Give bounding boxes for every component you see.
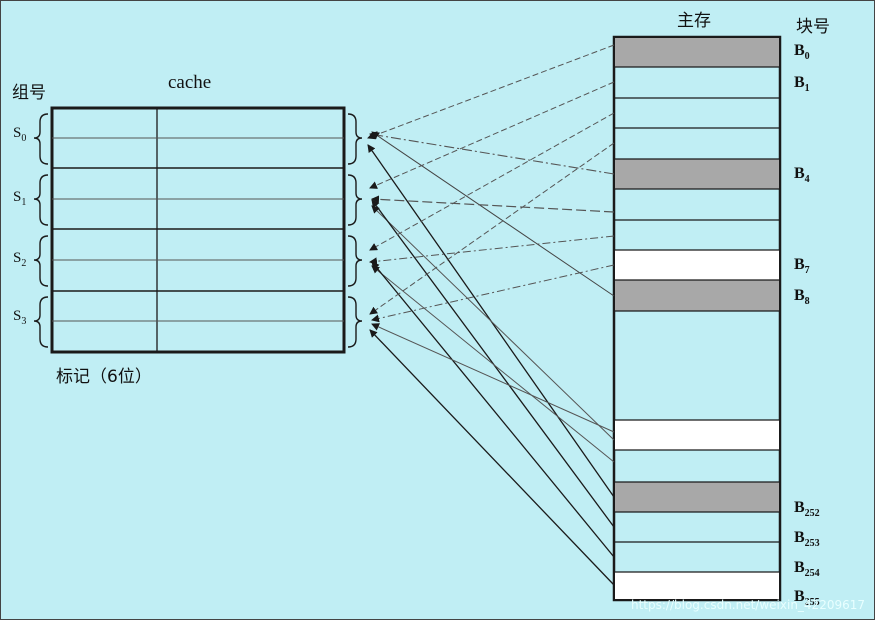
watermark-url: https://blog.csdn.net/weixin_42209617 [630, 598, 865, 612]
cache-title: cache [168, 72, 212, 93]
block-label-b254: B254 [794, 559, 820, 580]
set-label-s2: S2 [13, 250, 27, 269]
set-label-s1: S1 [13, 189, 27, 208]
mapping-arrows [367, 44, 615, 586]
set-number-header: 组号 [12, 83, 46, 103]
arrow-b6-s2 [369, 235, 615, 266]
block-b252-shaded [615, 482, 779, 512]
arrow-b3-s3 [369, 142, 615, 315]
block-gap-white [615, 420, 779, 450]
block-label-b255: B255 [794, 588, 820, 609]
left-set-braces [33, 113, 49, 348]
set-label-s0: S0 [13, 125, 27, 144]
cache-line-separators [52, 137, 344, 322]
block-b0-shaded [615, 38, 779, 67]
arrow-b4-s0 [369, 131, 615, 175]
block-label-b1: B1 [794, 74, 810, 95]
arrow-b255-s3 [369, 329, 615, 586]
arrow-b10-s2 [371, 265, 615, 463]
arrow-b2-s2 [369, 112, 615, 251]
block-b255-white [615, 572, 779, 599]
right-set-braces [347, 113, 363, 348]
tag-caption: 标记（6位） [56, 367, 152, 387]
arrow-b8-s0 [371, 131, 615, 297]
block-label-b0: B0 [794, 42, 810, 63]
block-number-header: 块号 [796, 17, 830, 37]
arrow-b254-s2 [371, 261, 615, 558]
block-label-b252: B252 [794, 499, 820, 520]
block-b8-shaded [615, 280, 779, 311]
main-memory-column [612, 35, 782, 602]
arrow-b5-s1 [371, 195, 615, 213]
block-label-b8: B8 [794, 287, 810, 308]
arrow-b9-s1 [371, 205, 615, 441]
arrow-b7-s3 [371, 264, 615, 323]
arrow-b11-s3 [371, 323, 615, 433]
block-b4-shaded [615, 159, 779, 189]
block-label-b7: B7 [794, 256, 810, 277]
block-label-b253: B253 [794, 529, 820, 550]
cache-box [50, 106, 346, 354]
set-label-s3: S3 [13, 308, 27, 327]
main-memory-title: 主存 [677, 11, 711, 31]
block-label-b4: B4 [794, 165, 810, 186]
arrow-b0-s0 [367, 44, 615, 140]
block-b7-white [615, 250, 779, 280]
arrow-b1-s1 [369, 81, 615, 189]
